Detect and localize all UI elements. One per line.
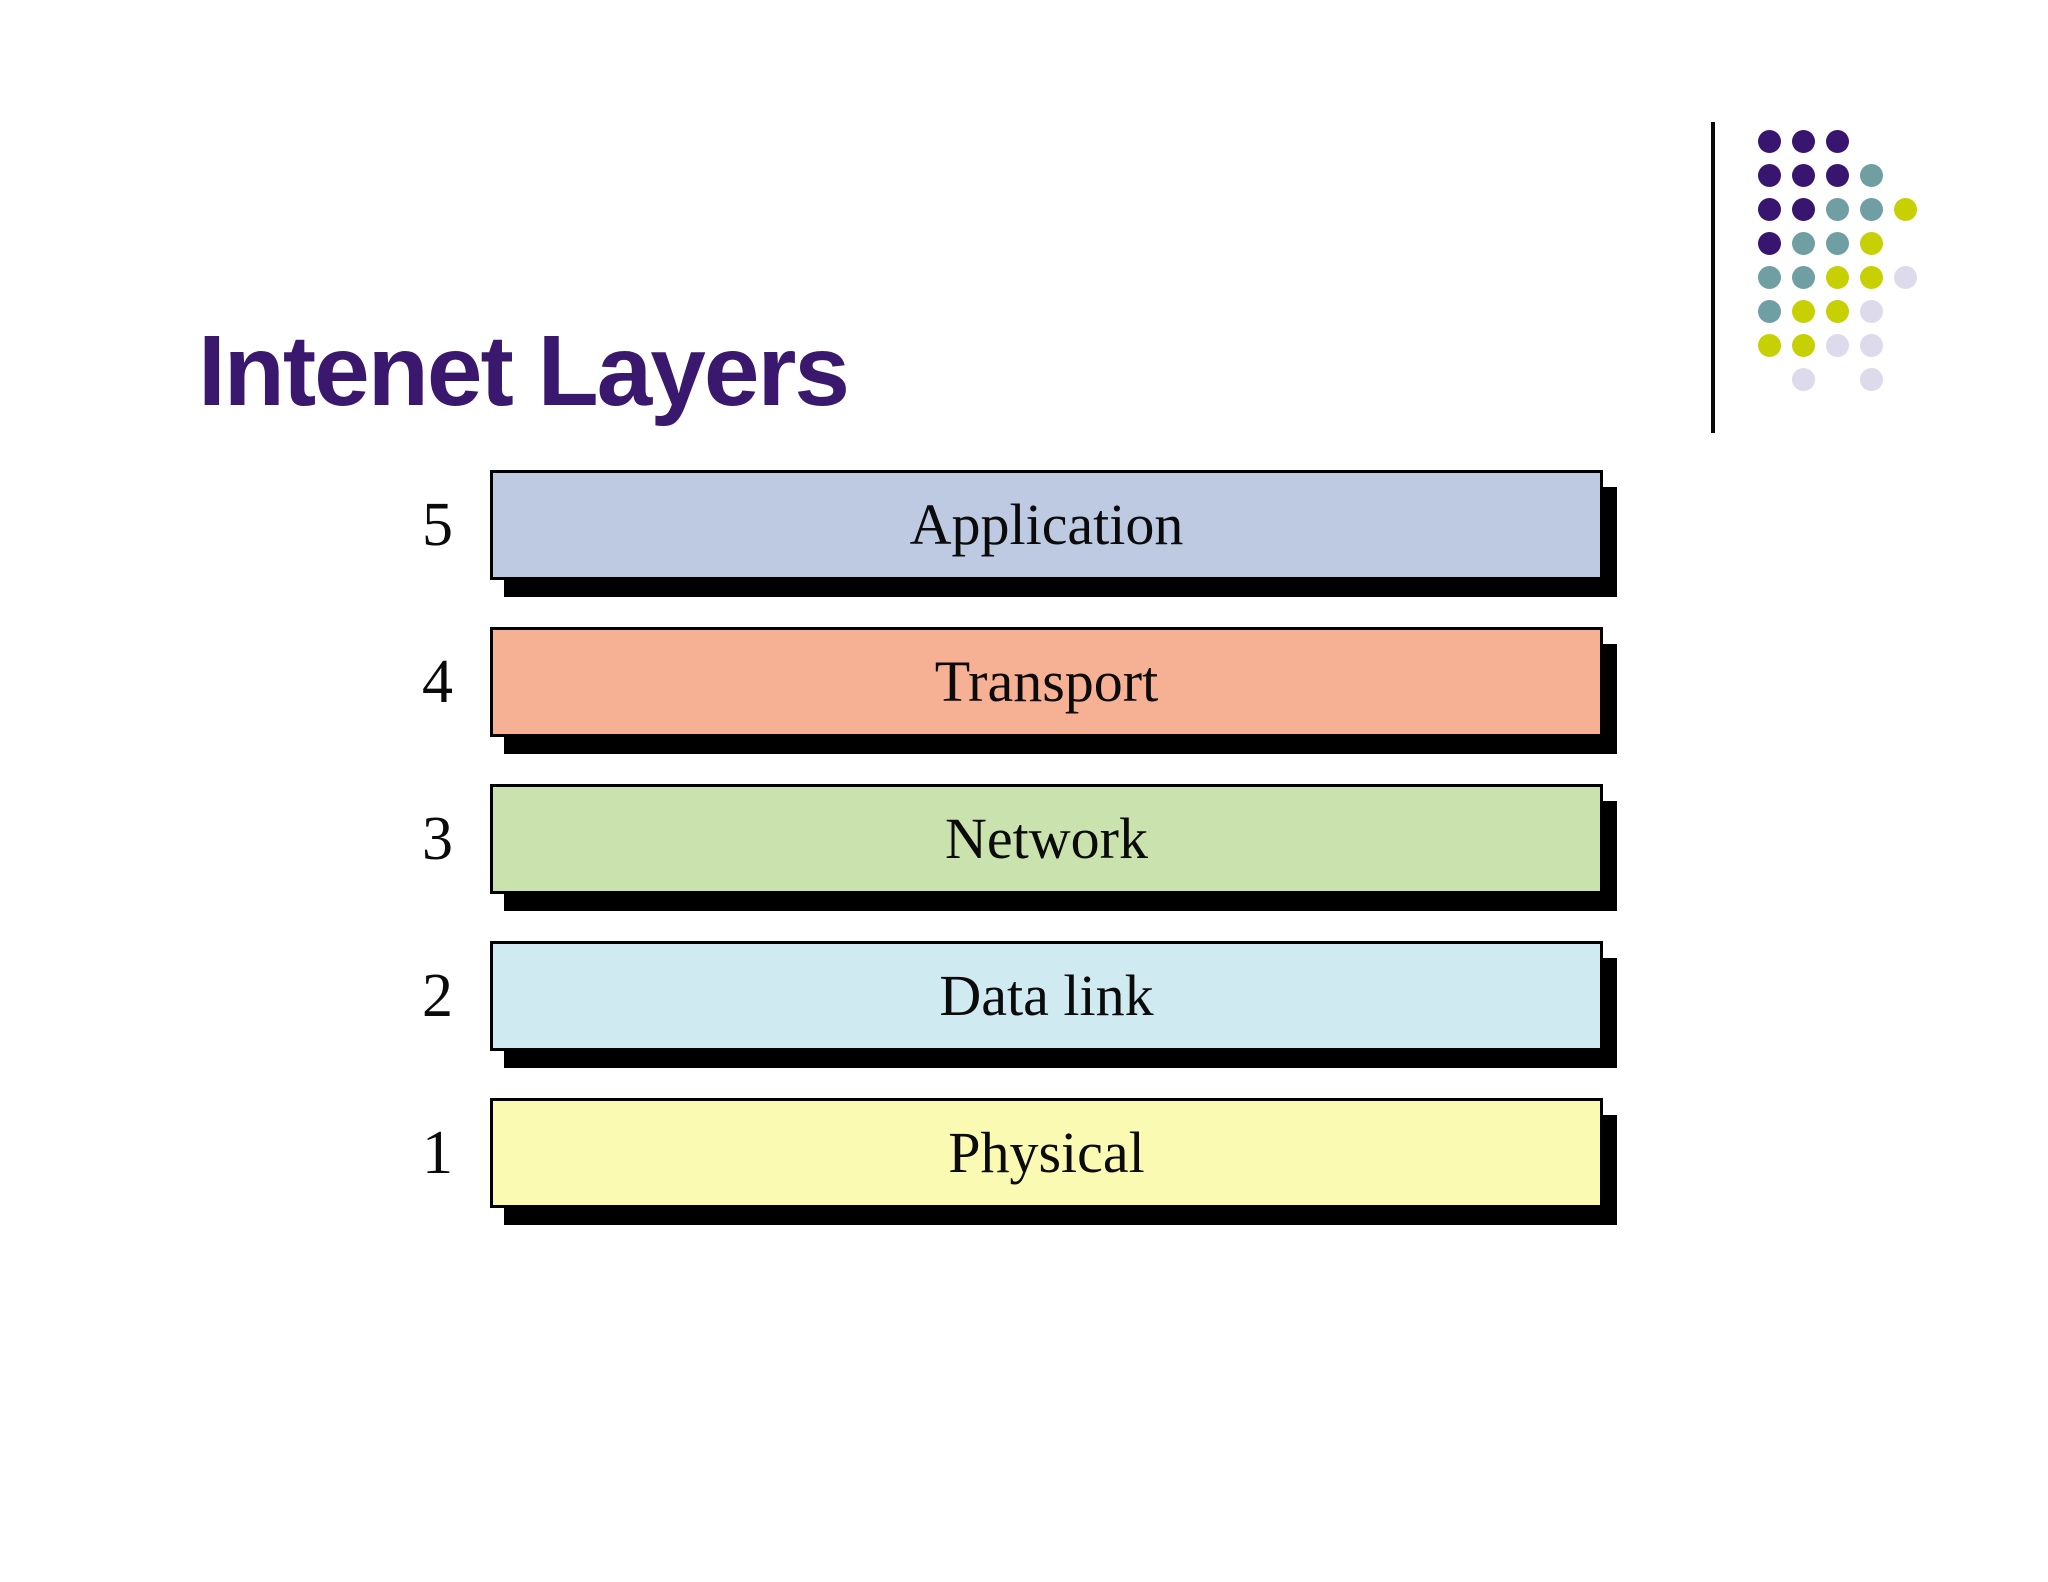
dot-cell bbox=[1752, 158, 1786, 192]
dot-cell bbox=[1820, 192, 1854, 226]
decorative-dot bbox=[1757, 265, 1781, 289]
dot-cell bbox=[1752, 124, 1786, 158]
layer-label: Application bbox=[909, 492, 1184, 557]
layer-bar-application: Application bbox=[490, 470, 1603, 580]
dot-cell bbox=[1854, 328, 1888, 362]
decorative-dot bbox=[1791, 333, 1815, 357]
decorative-dot bbox=[1791, 163, 1815, 187]
dot-cell bbox=[1820, 328, 1854, 362]
layer-bar-transport: Transport bbox=[490, 627, 1603, 737]
layer-bar-datalink: Data link bbox=[490, 941, 1603, 1051]
dot-cell bbox=[1888, 294, 1922, 328]
dot-cell bbox=[1752, 260, 1786, 294]
decorative-vertical-line bbox=[1711, 122, 1715, 433]
decorative-dot bbox=[1757, 333, 1781, 357]
layer-row-transport: 4 Transport bbox=[385, 627, 1645, 737]
decorative-dot bbox=[1859, 333, 1883, 357]
layer-bar-physical: Physical bbox=[490, 1098, 1603, 1208]
dot-cell bbox=[1820, 226, 1854, 260]
layer-row-datalink: 2 Data link bbox=[385, 941, 1645, 1051]
decorative-dot bbox=[1859, 367, 1883, 391]
dot-cell bbox=[1820, 294, 1854, 328]
decorative-dot bbox=[1757, 231, 1781, 255]
layer-number: 1 bbox=[422, 1119, 453, 1187]
layer-row-physical: 1 Physical bbox=[385, 1098, 1645, 1208]
dot-cell bbox=[1820, 260, 1854, 294]
dot-cell bbox=[1854, 294, 1888, 328]
decorative-dot bbox=[1757, 129, 1781, 153]
dot-cell bbox=[1888, 192, 1922, 226]
decorative-dot bbox=[1791, 197, 1815, 221]
dot-cell bbox=[1854, 260, 1888, 294]
layer-label: Physical bbox=[948, 1120, 1145, 1185]
decorative-dot bbox=[1825, 265, 1849, 289]
dot-cell bbox=[1888, 124, 1922, 158]
dot-cell bbox=[1786, 158, 1820, 192]
page-title: Intenet Layers bbox=[198, 315, 850, 427]
layer-label: Data link bbox=[939, 963, 1154, 1028]
dot-cell bbox=[1752, 192, 1786, 226]
dot-cell bbox=[1888, 328, 1922, 362]
internet-layers-diagram: 5 Application 4 Transport 3 Network 2 Da… bbox=[385, 470, 1645, 1255]
decorative-dot bbox=[1825, 163, 1849, 187]
layer-number: 3 bbox=[422, 805, 453, 873]
decorative-dot bbox=[1825, 333, 1849, 357]
dot-cell bbox=[1888, 226, 1922, 260]
dot-cell bbox=[1786, 192, 1820, 226]
decorative-dot bbox=[1791, 367, 1815, 391]
layer-label: Network bbox=[945, 806, 1148, 871]
dot-cell bbox=[1854, 124, 1888, 158]
decorative-dot bbox=[1859, 299, 1883, 323]
layer-row-application: 5 Application bbox=[385, 470, 1645, 580]
dot-cell bbox=[1820, 124, 1854, 158]
dot-cell bbox=[1888, 260, 1922, 294]
dot-cell bbox=[1786, 328, 1820, 362]
decorative-dot bbox=[1791, 299, 1815, 323]
dot-cell bbox=[1820, 158, 1854, 192]
decorative-dot bbox=[1825, 197, 1849, 221]
decorative-dot bbox=[1825, 231, 1849, 255]
dot-cell bbox=[1786, 226, 1820, 260]
dot-cell bbox=[1854, 226, 1888, 260]
dot-cell bbox=[1752, 362, 1786, 396]
decorative-dot bbox=[1757, 197, 1781, 221]
dot-cell bbox=[1820, 362, 1854, 396]
layer-row-network: 3 Network bbox=[385, 784, 1645, 894]
dot-cell bbox=[1752, 328, 1786, 362]
layer-number: 2 bbox=[422, 962, 453, 1030]
dot-cell bbox=[1752, 226, 1786, 260]
decorative-dot bbox=[1825, 129, 1849, 153]
decorative-dot bbox=[1893, 265, 1917, 289]
layer-label: Transport bbox=[934, 649, 1159, 714]
decorative-dot bbox=[1791, 129, 1815, 153]
decorative-dot bbox=[1859, 265, 1883, 289]
dot-cell bbox=[1786, 124, 1820, 158]
layer-number: 4 bbox=[422, 648, 453, 716]
decorative-dot bbox=[1859, 197, 1883, 221]
dot-cell bbox=[1854, 362, 1888, 396]
dot-cell bbox=[1888, 362, 1922, 396]
decorative-dot bbox=[1757, 163, 1781, 187]
decorative-dot bbox=[1791, 231, 1815, 255]
decorative-dot bbox=[1791, 265, 1815, 289]
dot-cell bbox=[1786, 294, 1820, 328]
layer-bar-network: Network bbox=[490, 784, 1603, 894]
dot-cell bbox=[1752, 294, 1786, 328]
layer-number: 5 bbox=[422, 491, 453, 559]
dot-cell bbox=[1888, 158, 1922, 192]
dot-cell bbox=[1854, 158, 1888, 192]
dot-cell bbox=[1786, 362, 1820, 396]
decorative-dot-grid-ornament bbox=[1752, 124, 1922, 396]
decorative-dot bbox=[1825, 299, 1849, 323]
dot-cell bbox=[1786, 260, 1820, 294]
decorative-dot bbox=[1859, 231, 1883, 255]
dot-cell bbox=[1854, 192, 1888, 226]
decorative-dot bbox=[1757, 299, 1781, 323]
decorative-dot bbox=[1893, 197, 1917, 221]
decorative-dot bbox=[1859, 163, 1883, 187]
